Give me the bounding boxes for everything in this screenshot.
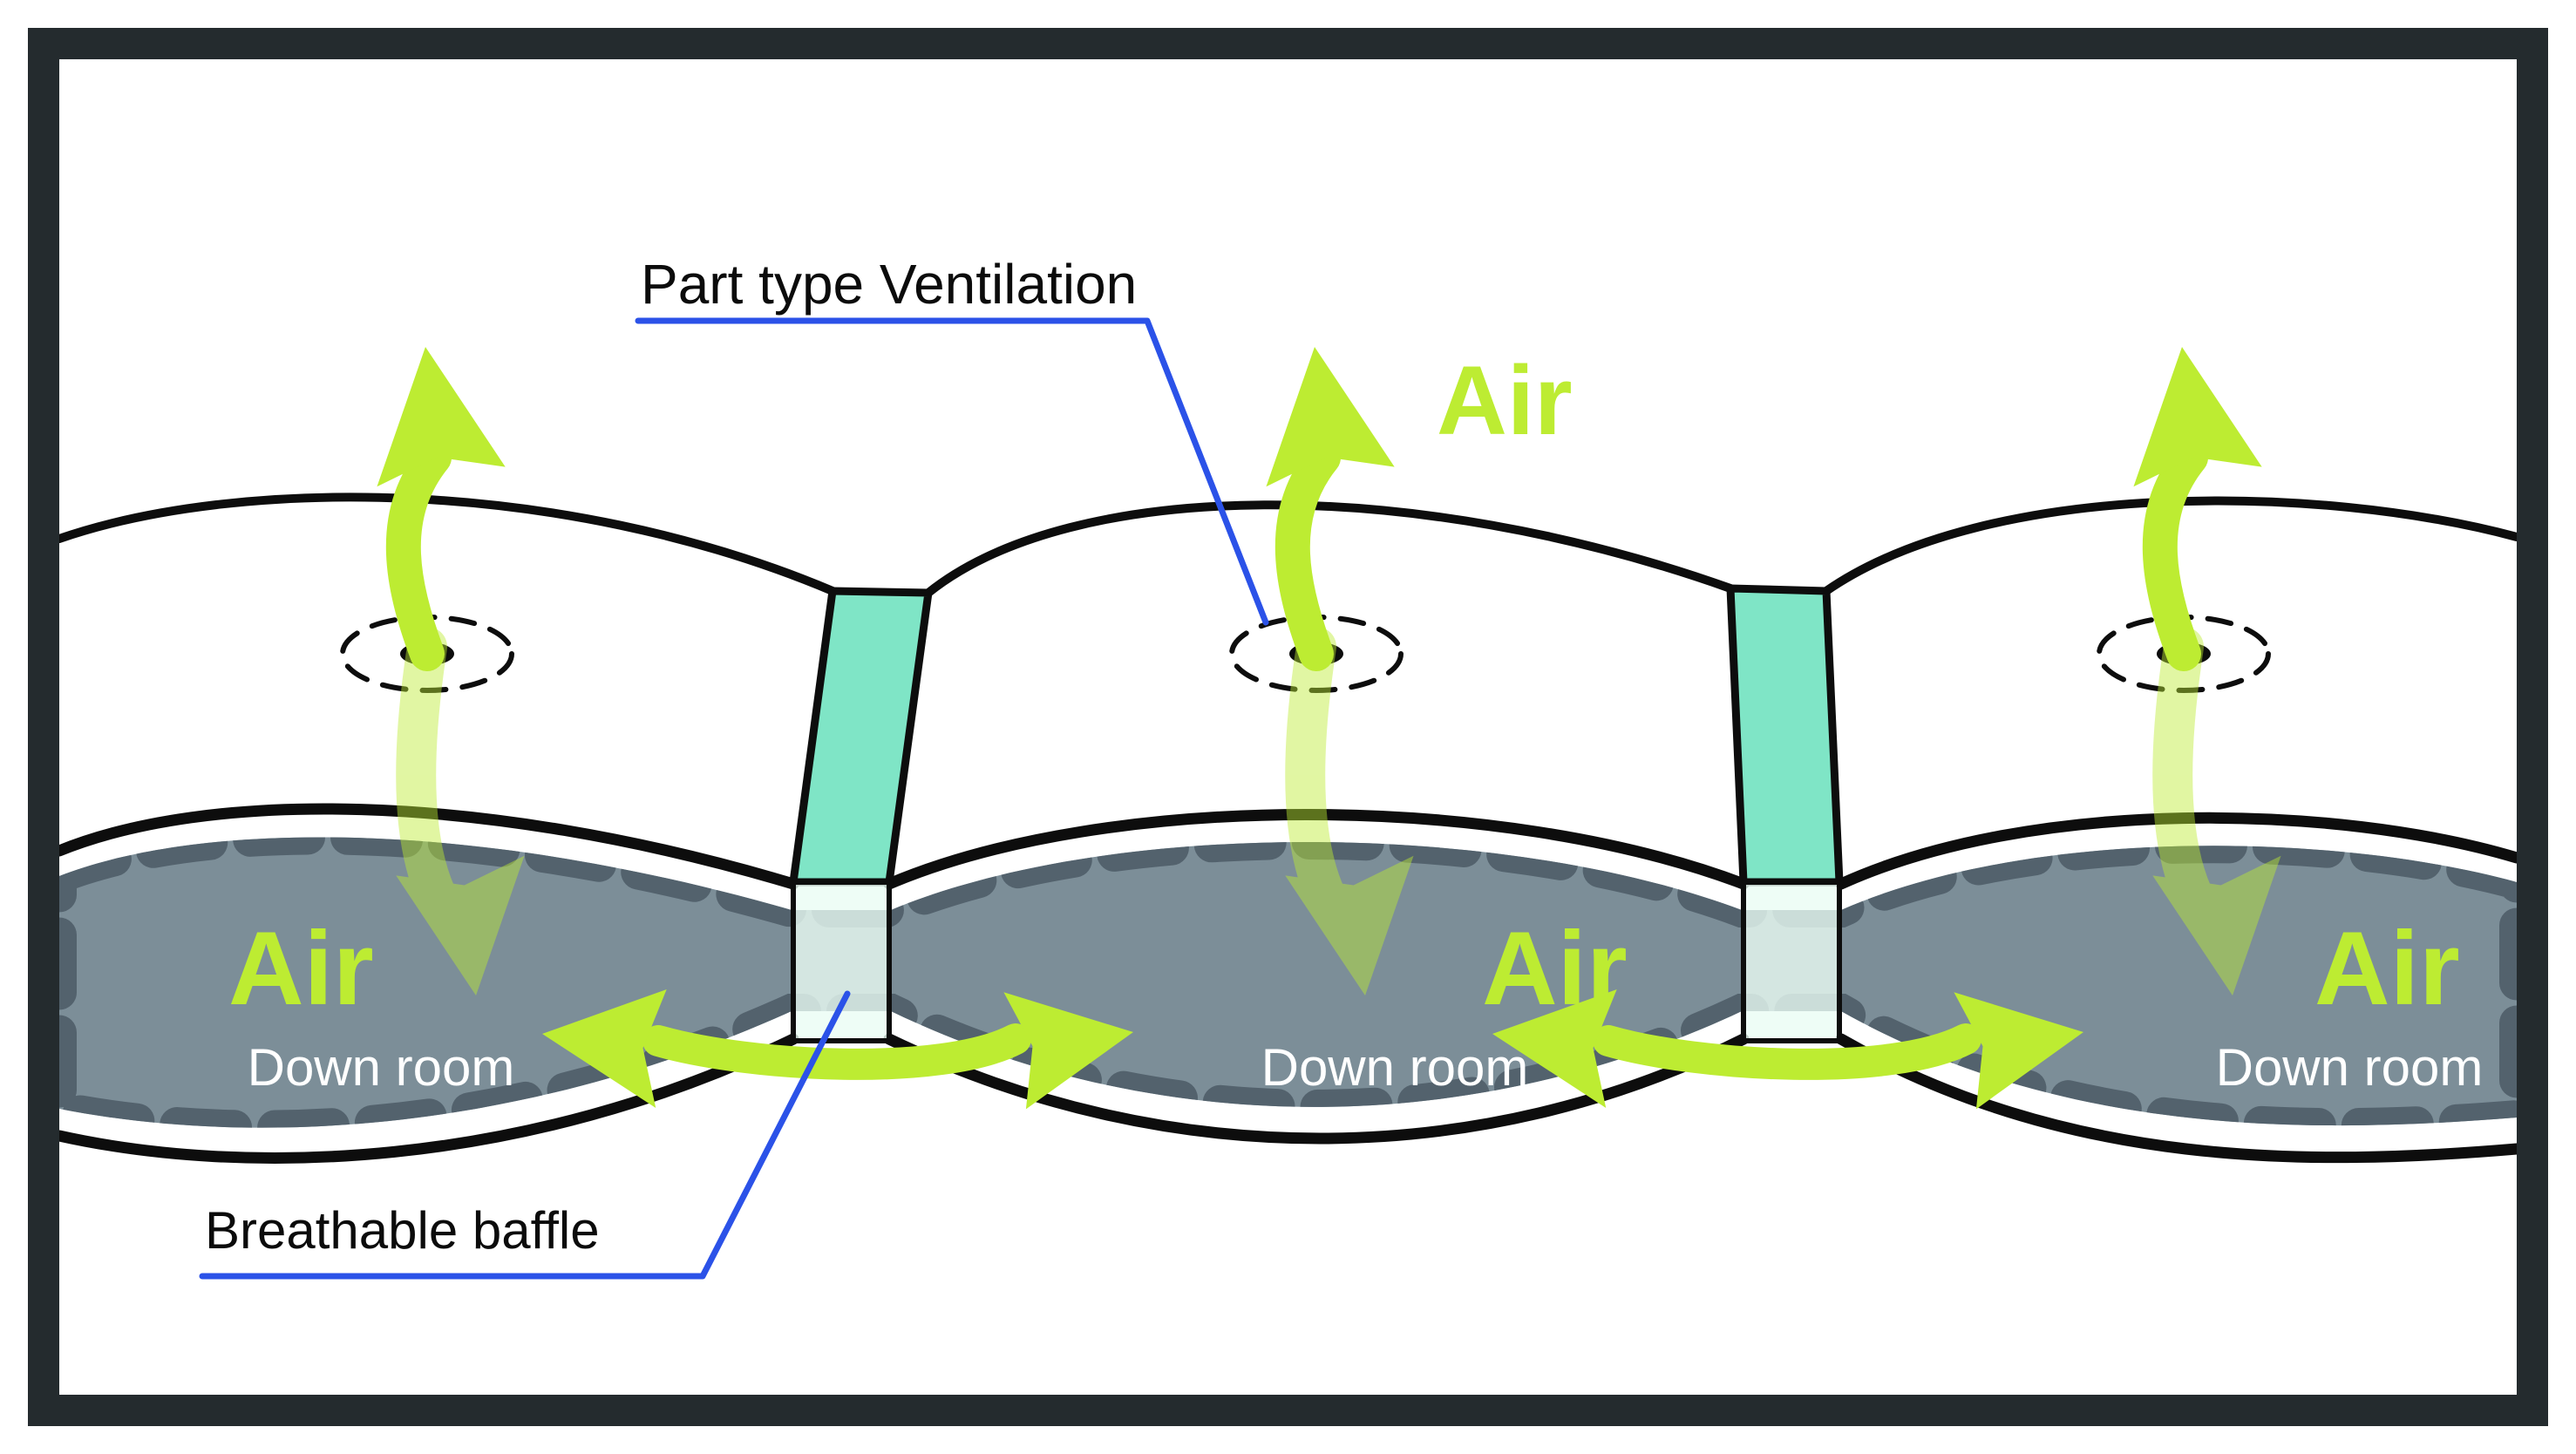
chamber-top-outline-2 — [883, 809, 1750, 890]
air-down-arrow-3 — [2151, 627, 2295, 1003]
air-up-shaft-1 — [385, 440, 452, 671]
chamber-2-down-room-label: Down room — [1261, 1038, 1529, 1097]
part-type-ventilation-leader-line — [635, 317, 1269, 626]
baffle-wall-2 — [1726, 584, 1844, 887]
breathable-baffle-section-2 — [1741, 880, 1842, 1043]
air-crossflow-shaft-1 — [642, 1023, 1031, 1080]
air-crossflow-arrow-2 — [1484, 973, 2092, 1111]
chamber-bottom-outline-3 — [1835, 1033, 2523, 1164]
upper-fabric-arc-2 — [924, 500, 1735, 597]
chamber-1-down-room-label: Down room — [248, 1038, 515, 1097]
air-down-arrow-1 — [395, 627, 539, 1003]
air-up-arrow-3 — [2119, 339, 2263, 671]
chamber-3-down-room-label: Down room — [2216, 1038, 2484, 1097]
chamber-1-air-label: Air — [228, 910, 374, 1027]
breathable-baffle-leader-line — [199, 990, 851, 1280]
air-up-shaft-2 — [1274, 440, 1341, 671]
air-top-label: Air — [1437, 346, 1573, 455]
air-crossflow-shaft-2 — [1593, 1023, 1981, 1080]
chamber-top-outline-1 — [53, 803, 799, 890]
breathable-baffle-section-1 — [791, 880, 892, 1043]
air-crossflow-arrow-1 — [534, 973, 1142, 1111]
air-up-shaft-3 — [2142, 440, 2208, 671]
breathable-baffle-label: Breathable baffle — [205, 1201, 600, 1260]
chamber-top-outline-3 — [1835, 812, 2523, 890]
chamber-3-air-label: Air — [2314, 910, 2460, 1027]
chamber-bottom-outline-2 — [883, 1033, 1750, 1145]
air-down-arrow-2 — [1284, 627, 1428, 1003]
part-type-ventilation-label: Part type Ventilation — [641, 253, 1137, 316]
air-up-arrow-2 — [1252, 339, 1396, 671]
outer-frame — [28, 28, 2548, 1426]
chamber-bottom-outline-1 — [53, 1033, 799, 1164]
chamber-2-air-label: Air — [1482, 910, 1628, 1027]
air-up-arrow-1 — [363, 339, 506, 671]
